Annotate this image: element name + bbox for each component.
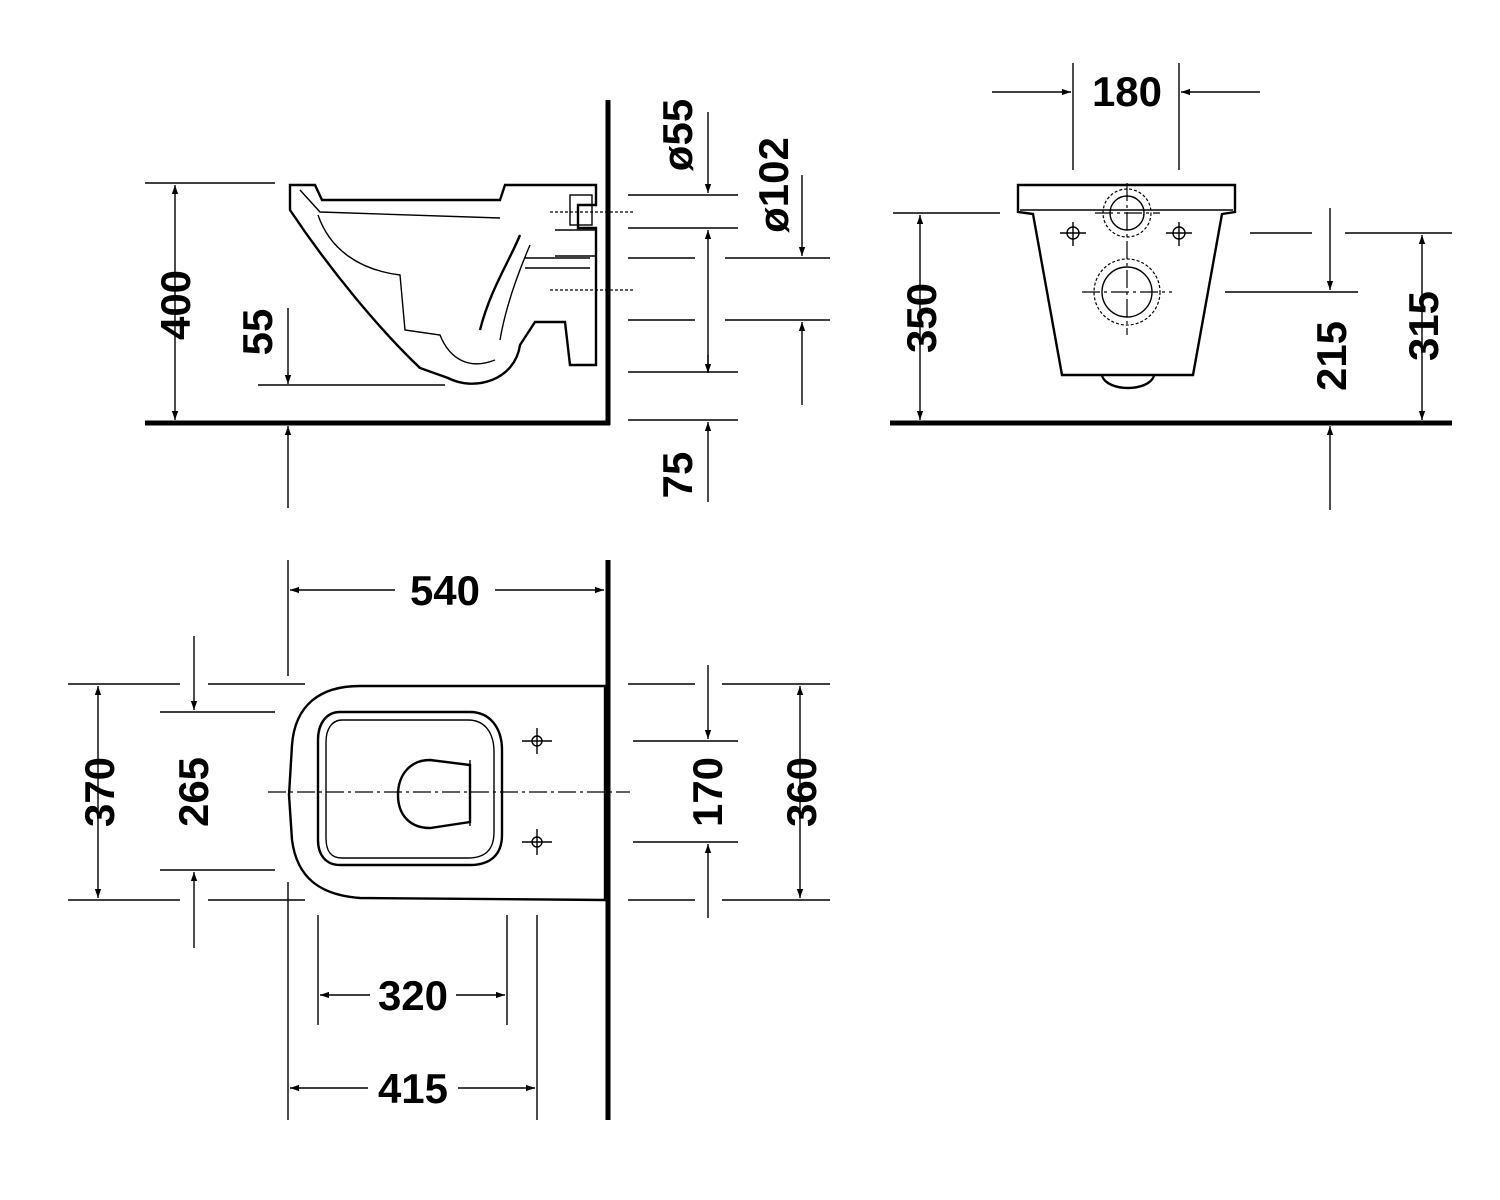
front-view: 180 350 215 315 <box>890 63 1452 510</box>
top-bolt-crosshairs <box>522 728 552 855</box>
side-view: 400 55 ø55 ø102 75 <box>145 99 830 508</box>
dim-265-label: 265 <box>170 757 217 827</box>
side-trap-outline <box>478 234 522 331</box>
side-inlet-fitting <box>569 194 593 226</box>
side-bowl-rim-inner <box>299 189 501 219</box>
top-bowl-outline <box>287 684 607 902</box>
front-trap-bottom <box>1100 375 1156 390</box>
dim-540-label: 540 <box>410 567 480 614</box>
dim-360-label: 360 <box>778 757 825 827</box>
front-body-outline <box>1016 183 1237 377</box>
front-bolt-crosshairs <box>1060 222 1192 246</box>
top-view: 540 370 265 170 360 320 415 <box>68 560 830 1120</box>
dim-315-label: 315 <box>1400 291 1447 361</box>
side-outlet-pipe <box>525 229 595 269</box>
dim-dia55-label: ø55 <box>654 99 701 171</box>
side-bowl-outline <box>288 183 598 385</box>
dim-320-label: 320 <box>378 972 448 1019</box>
top-seat-inner <box>325 719 495 859</box>
dim-180-label: 180 <box>1092 68 1162 115</box>
top-bowl-opening <box>396 758 472 830</box>
dim-215-label: 215 <box>1308 321 1355 391</box>
dim-400-label: 400 <box>152 270 199 340</box>
dim-75-label: 75 <box>654 452 701 499</box>
top-seat-outline <box>316 710 504 867</box>
dim-55-label: 55 <box>234 309 281 356</box>
dim-170-label: 170 <box>684 757 731 827</box>
side-bowl-inner-curve <box>317 214 496 365</box>
dim-370-label: 370 <box>76 757 123 827</box>
side-trap-inner <box>499 244 531 341</box>
dim-350-label: 350 <box>898 283 945 353</box>
dim-415-label: 415 <box>378 1065 448 1112</box>
dim-dia102-label: ø102 <box>750 137 797 233</box>
